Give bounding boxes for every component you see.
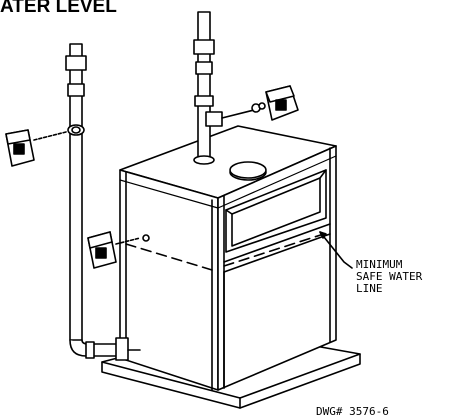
drawing-number: DWG# 3576-6 xyxy=(316,405,389,418)
sight-window xyxy=(225,169,327,253)
low-water-cutoff-upper xyxy=(221,85,299,121)
top-opening xyxy=(229,161,267,181)
vertical-pipe-center xyxy=(193,11,223,165)
vertical-pipe-left xyxy=(65,43,141,361)
low-water-cutoff-cabinet xyxy=(87,231,150,269)
callout-line-2: SAFE WATER xyxy=(356,270,423,283)
drawing-title: ATER LEVEL xyxy=(0,0,117,17)
safe-water-line xyxy=(125,231,353,271)
callout-line-1: MINIMUM xyxy=(356,258,403,271)
low-water-cutoff-left xyxy=(5,129,67,167)
boiler-cabinet xyxy=(119,125,337,391)
callout-line-3: LINE xyxy=(356,282,383,295)
safe-water-callout: MINIMUM SAFE WATER LINE xyxy=(356,258,423,295)
